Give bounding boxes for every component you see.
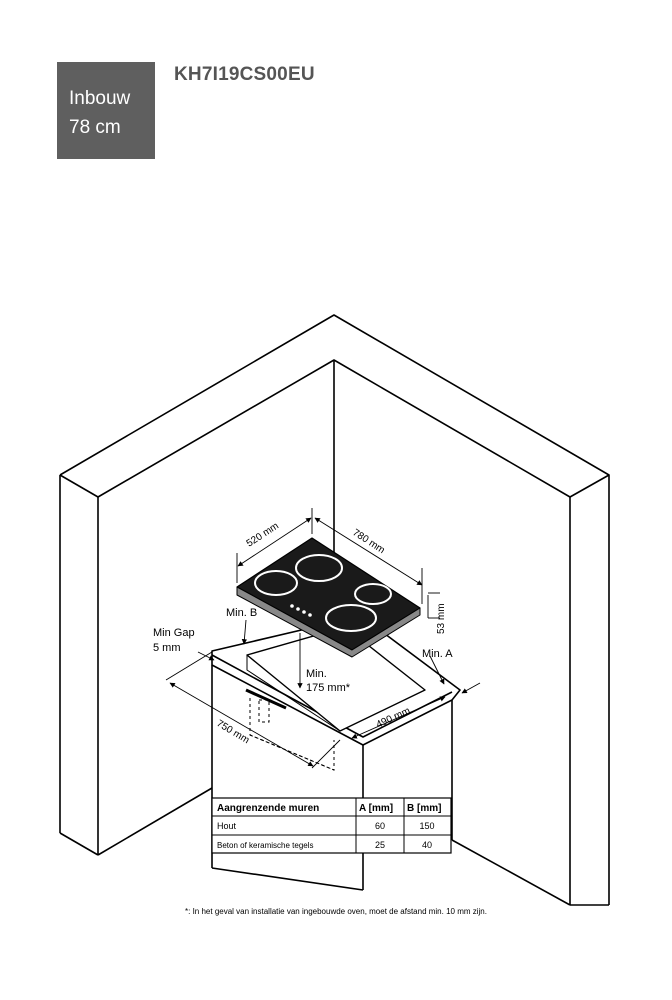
table-cell-material: Beton of keramische tegels [217,841,314,850]
table-header-a: A [mm] [359,803,393,814]
cooking-zone-rear-left [254,570,298,596]
cooking-zone-front-left [325,604,377,632]
dim-hob-height: 53 mm [436,603,447,634]
label-min-a: Min. A [422,648,453,660]
installation-badge: Inbouw 78 cm [57,62,155,159]
footnote: *: In het geval van installatie van inge… [185,907,487,916]
dimension-lines [165,508,481,769]
dim-cutout-width: 750 mm [214,718,251,746]
label-min-175-line2: 175 mm* [306,682,351,694]
label-min-b: Min. B [226,607,257,619]
badge-line-2: 78 cm [69,117,121,138]
badge-line-1: Inbouw [69,88,131,109]
corner-walls [59,314,610,906]
table-cell-material: Hout [217,821,237,831]
table-cell-a: 60 [375,821,385,831]
clearance-table: Aangrenzende muren A [mm] B [mm] Hout 60… [211,797,452,854]
label-min-gap-line1: Min Gap [153,627,195,639]
model-number: KH7I19CS00EU [174,64,315,85]
label-min-gap-line2: 5 mm [153,642,181,654]
table-header-b: B [mm] [407,803,441,814]
control-panel [290,604,312,617]
table-cell-b: 150 [419,821,434,831]
table-header-walls: Aangrenzende muren [217,803,319,814]
dim-hob-depth: 520 mm [245,521,281,550]
table-cell-b: 40 [422,840,432,850]
table-cell-a: 25 [375,840,385,850]
label-min-175-line1: Min. [306,668,327,680]
